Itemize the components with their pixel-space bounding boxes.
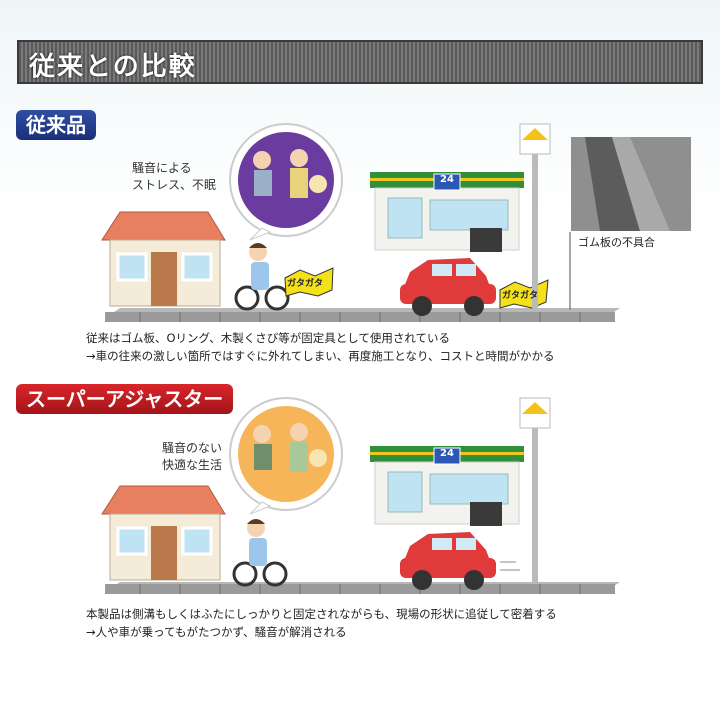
after-road-stripes xyxy=(139,584,581,594)
after-bubble-line-2: 快適な生活 xyxy=(162,458,223,472)
after-house xyxy=(101,485,226,581)
before-bubble-line-1: 騒音による xyxy=(132,161,192,175)
after-store-sign: 24 xyxy=(440,448,454,459)
after-bubble-text: 騒音のない 快適な生活 xyxy=(162,440,222,474)
before-car xyxy=(400,258,496,316)
after-bubble xyxy=(229,397,343,515)
after-bubble-line-1: 騒音のない xyxy=(162,441,223,455)
before-caption-line-1: 従来はゴム板、Oリング、木製くさび等が固定具として使用されている xyxy=(86,331,451,345)
before-photo-caption: ゴム板の不具合 xyxy=(578,236,655,249)
before-bubble xyxy=(229,123,343,241)
before-noise-2: ガタガタ xyxy=(502,291,539,301)
before-road-stripes xyxy=(139,312,581,322)
before-photo xyxy=(569,137,691,310)
before-road-edge xyxy=(105,312,615,322)
before-store xyxy=(370,172,524,252)
before-cyclist xyxy=(234,243,290,311)
after-caption-line-1: 本製品は側溝もしくはふたにしっかりと固定されながらも、現場の形状に追従して密着す… xyxy=(86,607,557,621)
after-cyclist xyxy=(232,519,288,587)
before-house xyxy=(101,211,226,307)
page-title: 従来との比較 xyxy=(29,52,197,82)
after-store xyxy=(370,446,524,526)
before-bubble-line-2: ストレス、不眠 xyxy=(132,178,217,192)
header-bar: 従来との比較 xyxy=(17,40,703,84)
before-noise-1: ガタガタ xyxy=(287,279,324,289)
before-store-sign: 24 xyxy=(440,174,454,185)
after-road-edge xyxy=(105,584,615,594)
before-caption-line-2: →車の往来の激しい箇所ではすぐに外れてしまい、再度施工となり、コストと時間がかか… xyxy=(86,349,555,363)
after-label: スーパーアジャスター xyxy=(16,384,234,414)
after-caption-line-2: →人や車が乗ってもがたつかず、騒音が解消される xyxy=(86,625,347,639)
before-label: 従来品 xyxy=(16,110,96,140)
after-caption: 本製品は側溝もしくはふたにしっかりと固定されながらも、現場の形状に追従して密着す… xyxy=(86,605,557,641)
before-caption: 従来はゴム板、Oリング、木製くさび等が固定具として使用されている →車の往来の激… xyxy=(86,329,554,365)
before-bubble-text: 騒音による ストレス、不眠 xyxy=(132,160,216,194)
after-car xyxy=(400,532,520,590)
